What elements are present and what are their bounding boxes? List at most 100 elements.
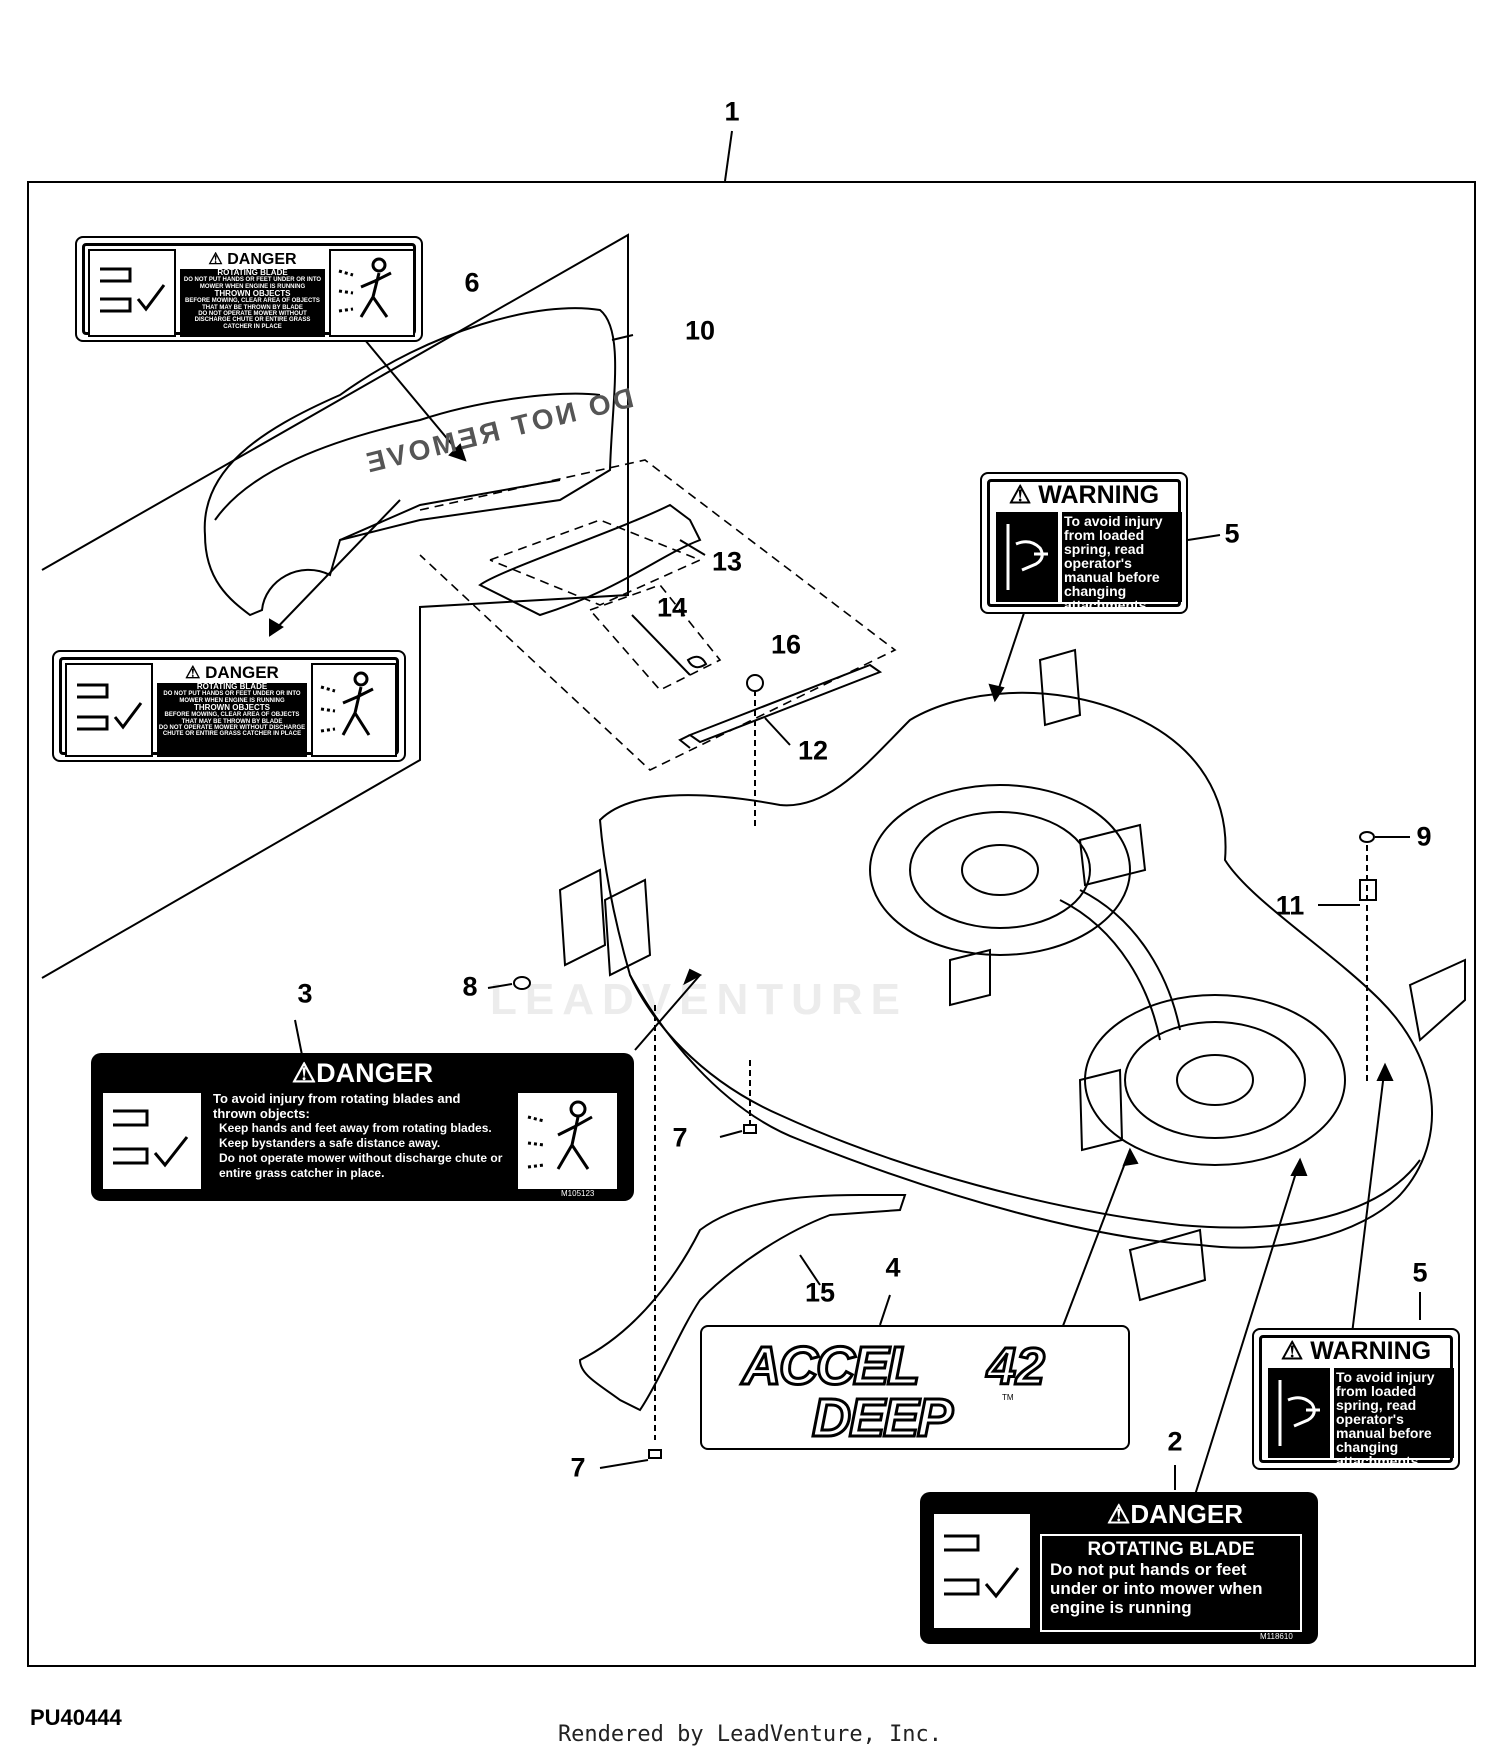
decal-6-line-1: ROTATING BLADE bbox=[217, 268, 288, 277]
nut-8 bbox=[513, 976, 531, 990]
rendered-by-credit: Rendered by LeadVenture, Inc. bbox=[557, 1722, 943, 1747]
figure-id: PU40444 bbox=[30, 1705, 122, 1730]
bracket-bottom bbox=[1128, 1228, 1207, 1302]
decal-2-header: ⚠DANGER bbox=[1107, 1499, 1243, 1529]
decal-2-danger[interactable]: ⚠DANGER ROTATING BLADE Do not put hands … bbox=[920, 1492, 1318, 1644]
decal-3-bullet-2: Keep bystanders a safe distance away. bbox=[219, 1136, 441, 1150]
decal-3-bullet-1: Keep hands and feet away from rotating b… bbox=[219, 1121, 492, 1135]
decal-5b-header: ⚠ WARNING bbox=[1280, 1337, 1432, 1365]
callout-3[interactable]: 3 bbox=[297, 978, 313, 1009]
callout-6[interactable]: 6 bbox=[464, 267, 480, 298]
leader-3 bbox=[634, 974, 701, 1051]
decal-lowerleft-line-5: DO NOT OPERATE MOWER WITHOUT DISCHARGE C… bbox=[158, 724, 306, 738]
decal-5a-warning[interactable]: ⚠ WARNING To avoid injury from loaded sp… bbox=[980, 472, 1188, 614]
decal-3-hand-icon bbox=[101, 1091, 203, 1191]
callout-7a[interactable]: 7 bbox=[672, 1122, 688, 1153]
leader-10 bbox=[611, 334, 634, 341]
decal-6-line-5: DO NOT OPERATE MOWER WITHOUT DISCHARGE C… bbox=[194, 310, 311, 330]
decal-6-text-panel: ⚠ DANGER ROTATING BLADE DO NOT PUT HANDS… bbox=[180, 249, 325, 337]
callout-1[interactable]: 1 bbox=[724, 96, 740, 127]
bracket-top-center bbox=[1078, 823, 1147, 887]
callout-4[interactable]: 4 bbox=[885, 1252, 901, 1283]
bracket-lower bbox=[1078, 1068, 1124, 1152]
bracket-center bbox=[949, 948, 991, 1007]
leader-5b bbox=[1349, 1064, 1386, 1351]
latch-13 bbox=[478, 503, 702, 617]
decal-6-line-2: DO NOT PUT HANDS OR FEET UNDER OR INTO M… bbox=[183, 277, 322, 290]
decal-lowerleft-header: ⚠ DANGER bbox=[157, 663, 307, 683]
decal-5b-pinch-icon bbox=[1268, 1368, 1330, 1458]
decal-2-title: ROTATING BLADE bbox=[1087, 1539, 1255, 1560]
callout-5b[interactable]: 5 bbox=[1412, 1257, 1428, 1288]
leader-1 bbox=[724, 130, 733, 182]
decal-3-bullet-3: Do not operate mower without discharge c… bbox=[219, 1151, 503, 1180]
callout-12[interactable]: 12 bbox=[797, 735, 829, 766]
decal-5b-warning[interactable]: ⚠ WARNING To avoid injury from loaded sp… bbox=[1252, 1328, 1460, 1470]
spring-14 bbox=[631, 614, 708, 676]
callout-7b[interactable]: 7 bbox=[570, 1452, 586, 1483]
decal-3-intro: To avoid injury from rotating blades and… bbox=[213, 1091, 461, 1121]
decal-4-accel-deep[interactable]: ACCEL 42 DEEP TM bbox=[700, 1325, 1130, 1450]
pin-11 bbox=[1359, 879, 1377, 901]
callout-14[interactable]: 14 bbox=[656, 592, 688, 623]
decal-2-text-box: ROTATING BLADE Do not put hands or feet … bbox=[1040, 1534, 1302, 1632]
decal-lowerleft-line-4: BEFORE MOWING, CLEAR AREA OF OBJECTS THA… bbox=[164, 712, 300, 725]
leader-15 bbox=[799, 1254, 821, 1286]
leader-12 bbox=[764, 717, 791, 746]
callout-11[interactable]: 11 bbox=[1275, 890, 1305, 921]
decal-3-figure-icon bbox=[516, 1091, 619, 1191]
decal-4-number: 42 bbox=[986, 1337, 1047, 1398]
decal-2-code: M118610 bbox=[1260, 1632, 1293, 1641]
callout-13[interactable]: 13 bbox=[711, 546, 743, 577]
spindle-upper bbox=[869, 784, 1131, 956]
hanger-15 bbox=[578, 1194, 907, 1412]
hand-under-deck-icon-2 bbox=[65, 663, 153, 757]
bolt-7a bbox=[743, 1124, 757, 1134]
discharge-chute bbox=[203, 307, 617, 617]
leader-lowerleft-decal bbox=[269, 499, 401, 636]
callout-16[interactable]: 16 bbox=[770, 629, 802, 660]
decal-6-header: ⚠ DANGER bbox=[180, 249, 325, 269]
callout-15[interactable]: 15 bbox=[804, 1277, 836, 1308]
decal-3-code: M105123 bbox=[561, 1189, 595, 1198]
bolt-7b bbox=[648, 1449, 662, 1459]
callout-9[interactable]: 9 bbox=[1416, 821, 1432, 852]
decal-5a-text: To avoid injury from loaded spring, read… bbox=[1062, 512, 1182, 612]
leader-5a bbox=[994, 609, 1026, 701]
decal-lowerleft-line-3: THROWN OBJECTS bbox=[194, 702, 270, 712]
rod-12 bbox=[678, 663, 883, 749]
decal-2-hand-icon bbox=[932, 1512, 1032, 1630]
leader-13 bbox=[679, 539, 706, 556]
decal-3-header: ⚠DANGER bbox=[291, 1058, 434, 1088]
decal-lowerleft-line-1: ROTATING BLADE bbox=[196, 682, 268, 691]
bracket-top-right bbox=[1038, 648, 1082, 727]
callout-8[interactable]: 8 bbox=[462, 971, 478, 1002]
decal-3-danger[interactable]: ⚠DANGER To avoid injury from rotating bl… bbox=[91, 1053, 634, 1201]
leader-7b bbox=[599, 1459, 649, 1469]
callout-2[interactable]: 2 bbox=[1167, 1426, 1183, 1457]
leader-2 bbox=[1194, 1159, 1301, 1496]
decal-4-tm: TM bbox=[1002, 1393, 1014, 1402]
nut-16 bbox=[746, 674, 764, 692]
thrown-object-figure-icon bbox=[329, 249, 415, 337]
decal-lowerleft-danger[interactable]: ⚠ DANGER ROTATING BLADE DO NOT PUT HANDS… bbox=[52, 650, 406, 762]
callout-5a[interactable]: 5 bbox=[1224, 518, 1240, 549]
decal-lowerleft-line-2: DO NOT PUT HANDS OR FEET UNDER OR INTO M… bbox=[163, 691, 301, 704]
bracket-left-b bbox=[603, 878, 652, 977]
nut-9 bbox=[1359, 831, 1375, 843]
bracket-left-a bbox=[558, 868, 607, 967]
decal-6-danger[interactable]: ⚠ DANGER ROTATING BLADE DO NOT PUT HANDS… bbox=[75, 236, 423, 342]
decal-2-text: Do not put hands or feet under or into m… bbox=[1050, 1560, 1263, 1617]
callout-10[interactable]: 10 bbox=[684, 315, 716, 346]
inset-panel bbox=[41, 233, 629, 979]
bracket-right bbox=[1408, 958, 1466, 1042]
decal-4-deep: DEEP bbox=[810, 1387, 954, 1450]
decal-6-line-3: THROWN OBJECTS bbox=[214, 288, 291, 298]
decal-4-accel: ACCEL bbox=[741, 1335, 922, 1398]
leader-7a bbox=[719, 1130, 743, 1138]
decal-6-line-4: BEFORE MOWING, CLEAR AREA OF OBJECTS THA… bbox=[185, 298, 320, 311]
leader-6 bbox=[364, 339, 466, 461]
thrown-object-figure-icon-2 bbox=[311, 663, 397, 757]
decal-5b-text: To avoid injury from loaded spring, read… bbox=[1334, 1368, 1454, 1468]
mower-deck bbox=[598, 691, 1434, 1249]
